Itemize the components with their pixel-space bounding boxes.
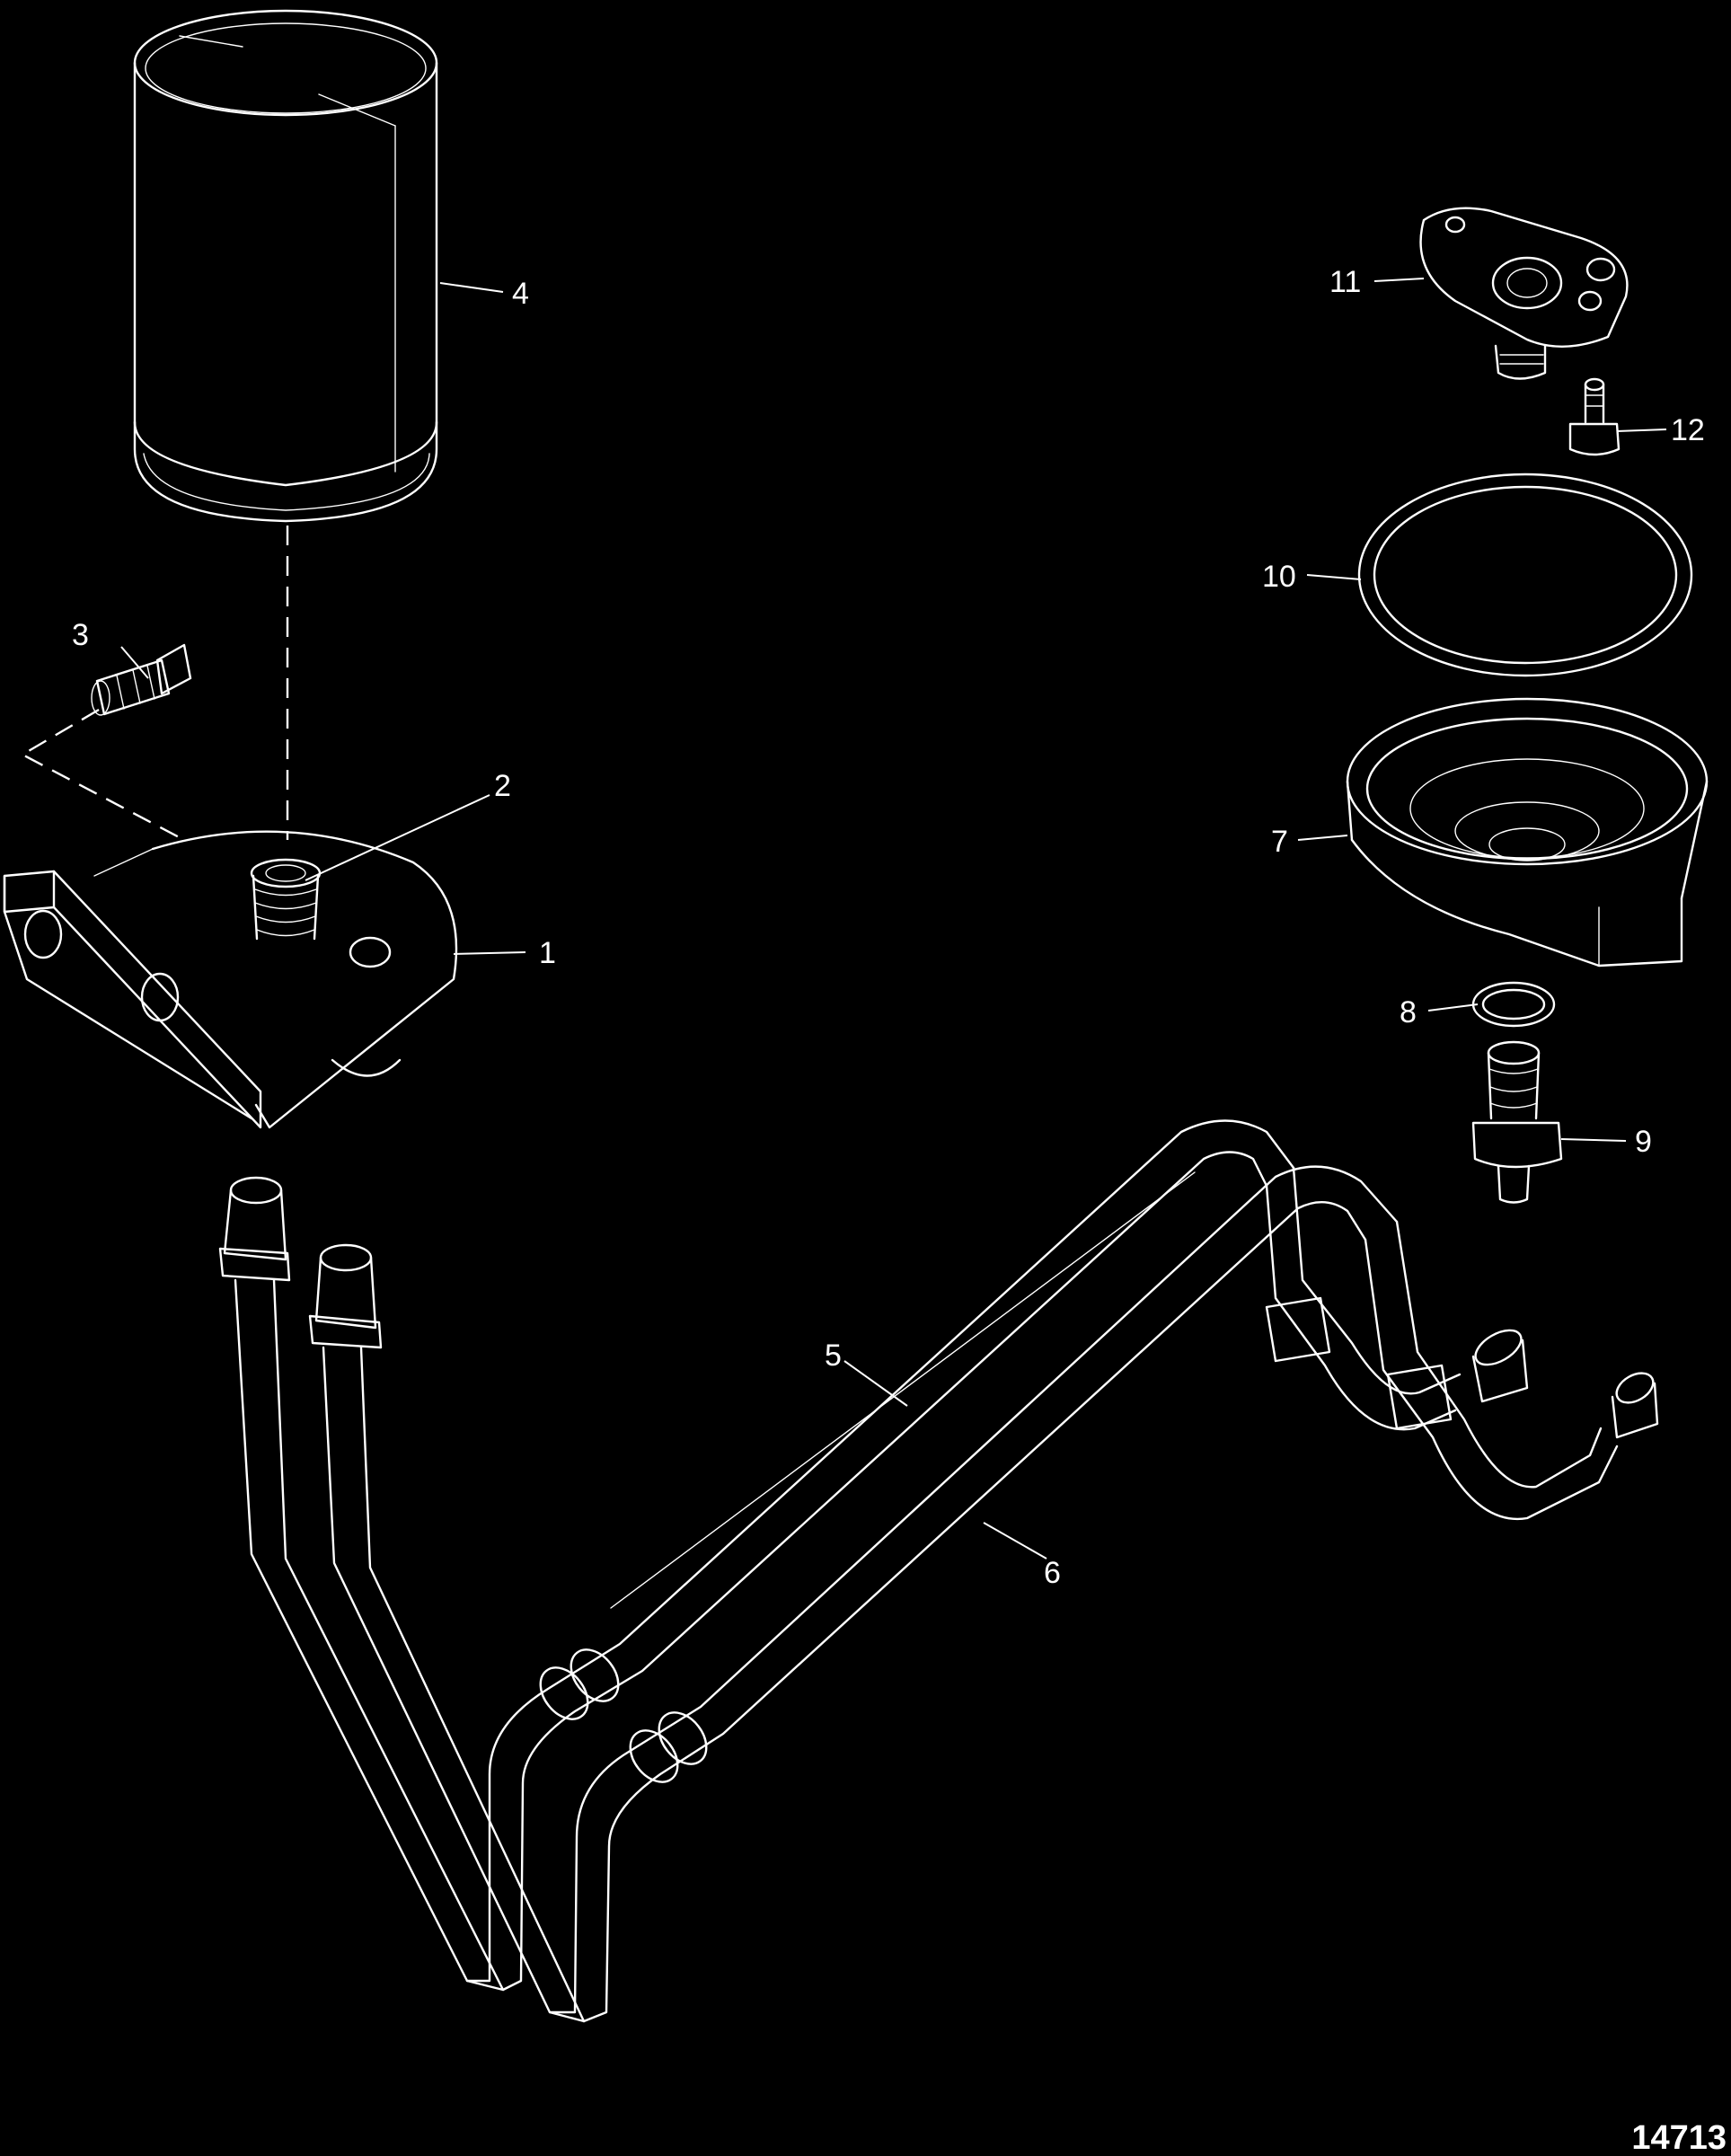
left-hose-ends	[218, 1176, 586, 2023]
oil-line-lower	[548, 1165, 1399, 2023]
filter-base	[1346, 697, 1709, 968]
filter-head	[1419, 207, 1629, 380]
right-hose-ends	[1265, 1166, 1659, 1521]
callout-1: 1	[539, 936, 556, 970]
callout-10: 10	[1262, 560, 1296, 594]
large-o-ring	[1357, 473, 1693, 677]
callout-5: 5	[825, 1339, 842, 1373]
small-o-ring	[1471, 981, 1556, 1028]
callout-11: 11	[1329, 265, 1361, 299]
filter-adapter-bracket	[3, 830, 458, 1129]
head-screw	[1568, 377, 1621, 456]
threaded-stud	[250, 858, 322, 941]
figure-number: 14713	[1631, 2119, 1727, 2156]
fitting	[1471, 1040, 1563, 1204]
alignment-line-bolt	[20, 708, 185, 842]
leader-lines	[120, 278, 1667, 1560]
callout-2: 2	[494, 769, 511, 803]
callout-8: 8	[1400, 995, 1417, 1029]
callout-6: 6	[1044, 1556, 1061, 1590]
callout-3: 3	[72, 618, 89, 652]
oil-filter	[133, 9, 438, 523]
mounting-bolt	[91, 643, 192, 716]
callout-7: 7	[1271, 825, 1288, 859]
callout-4: 4	[512, 277, 529, 311]
callout-9: 9	[1635, 1125, 1652, 1159]
callout-12: 12	[1671, 413, 1705, 447]
oil-line-upper	[465, 1119, 1295, 1992]
